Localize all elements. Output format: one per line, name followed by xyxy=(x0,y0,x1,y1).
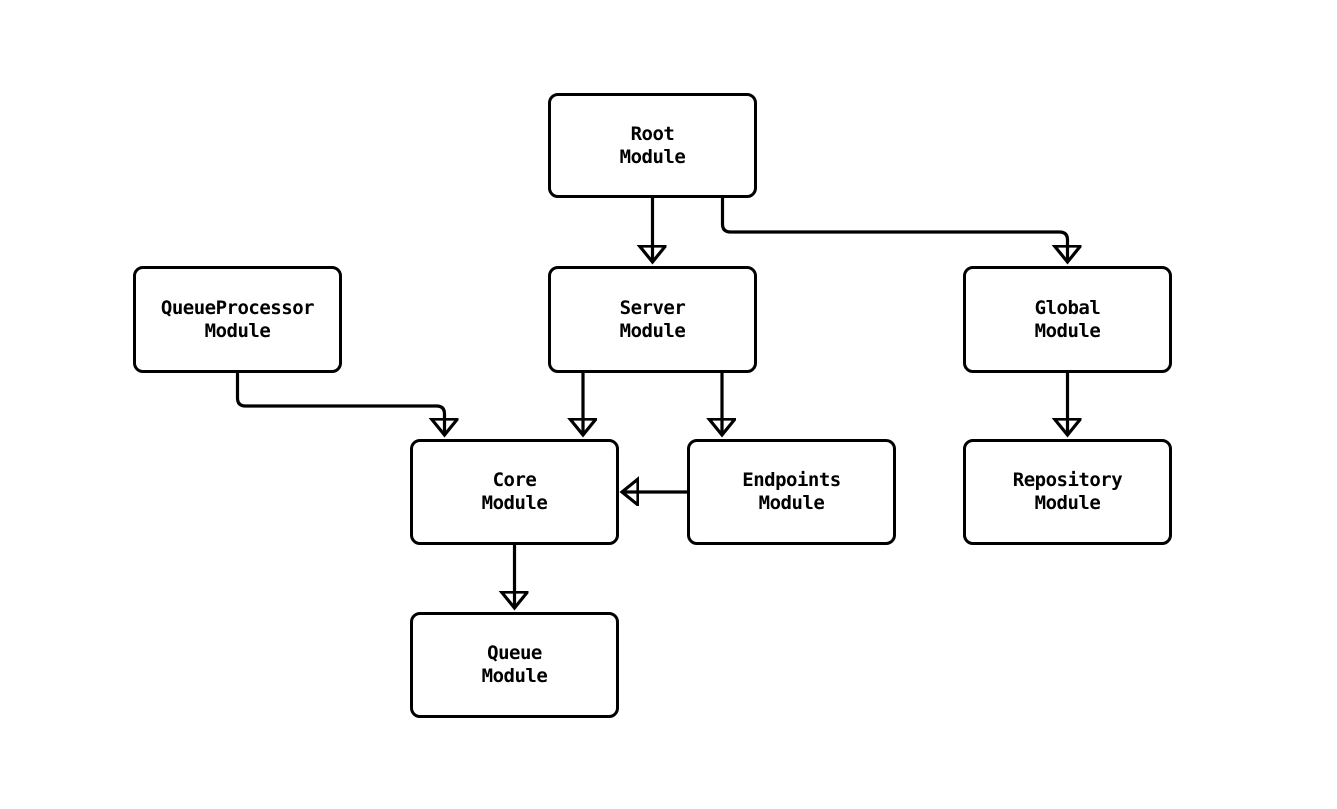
node-label: Core Module xyxy=(481,469,548,514)
node-label: Server Module xyxy=(619,296,686,342)
node-endpoints-module: Endpoints Module xyxy=(687,439,896,545)
edge-root-to-global xyxy=(720,198,1068,262)
node-global-module: Global Module xyxy=(963,266,1172,373)
node-label: Global Module xyxy=(1034,296,1101,342)
node-repository-module: Repository Module xyxy=(963,439,1172,545)
node-queue-module: Queue Module xyxy=(410,612,619,718)
edge-queueprocessor-to-core xyxy=(235,373,445,435)
node-root-module: Root Module xyxy=(548,93,757,198)
node-label: QueueProcessor Module xyxy=(160,296,315,342)
node-queueprocessor-module: QueueProcessor Module xyxy=(133,266,342,373)
node-label: Root Module xyxy=(619,122,686,168)
node-core-module: Core Module xyxy=(410,439,619,545)
node-server-module: Server Module xyxy=(548,266,757,373)
node-label: Repository Module xyxy=(1012,469,1123,514)
node-label: Endpoints Module xyxy=(742,469,841,514)
node-label: Queue Module xyxy=(481,642,548,687)
